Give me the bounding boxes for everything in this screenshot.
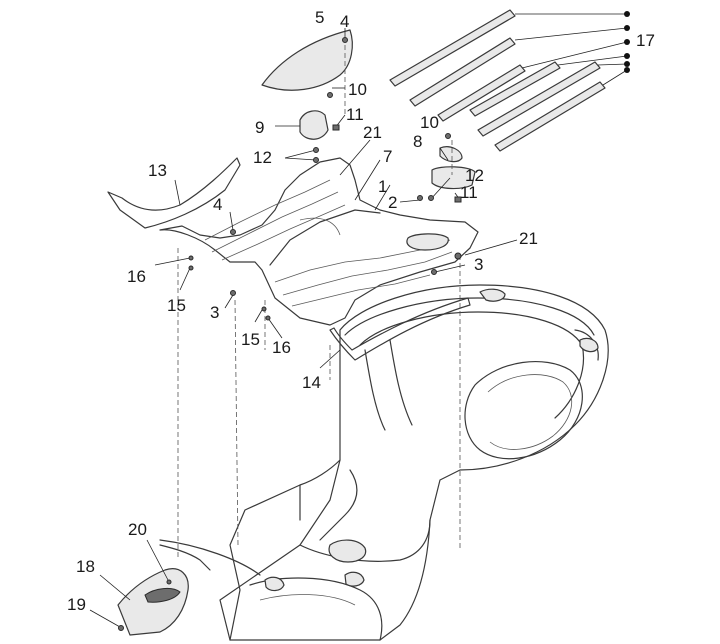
callout-9: 9 [255, 118, 264, 137]
fasteners [118, 37, 462, 631]
callout-11: 11 [346, 105, 364, 124]
callout-10: 10 [420, 113, 439, 132]
cover-part-5 [261, 29, 353, 91]
callout-15: 15 [167, 296, 186, 315]
callout-12: 12 [465, 166, 484, 185]
assembly-lines [177, 45, 461, 560]
callout-16: 16 [127, 267, 146, 286]
lower-cover-part-18 [117, 544, 211, 636]
callout-12: 12 [253, 148, 272, 167]
callout-8: 8 [413, 132, 422, 151]
grip-part-9 [299, 110, 329, 140]
rubber-strips [389, 9, 606, 152]
callout-16: 16 [272, 338, 291, 357]
callout-10: 10 [348, 80, 367, 99]
callout-labels: 1 2 3 3 4 4 5 7 8 9 10 10 11 11 12 12 13… [67, 8, 655, 614]
callout-19: 19 [67, 595, 86, 614]
grip-part-8 [431, 166, 476, 190]
callout-18: 18 [76, 557, 95, 576]
callout-2: 2 [388, 193, 397, 212]
callout-leaders [89, 11, 630, 628]
footrest-floor-panel [159, 157, 479, 326]
side-trim-part-13 [107, 157, 241, 229]
callout-5: 5 [315, 8, 324, 27]
callout-13: 13 [148, 161, 167, 180]
callout-15: 15 [241, 330, 260, 349]
scooter-body-frame [159, 284, 609, 641]
callout-21: 21 [363, 123, 382, 142]
callout-20: 20 [128, 520, 147, 539]
callout-4: 4 [213, 195, 222, 214]
callout-1: 1 [378, 177, 387, 196]
callout-21: 21 [519, 229, 538, 248]
plate-part-12 [439, 146, 463, 163]
callout-4: 4 [340, 12, 349, 31]
callout-17: 17 [636, 31, 655, 50]
callout-3: 3 [210, 303, 219, 322]
callout-14: 14 [302, 373, 321, 392]
callout-7: 7 [383, 147, 392, 166]
edge-trim-part-14 [329, 297, 471, 361]
callout-11: 11 [460, 183, 478, 202]
callout-3: 3 [474, 255, 483, 274]
